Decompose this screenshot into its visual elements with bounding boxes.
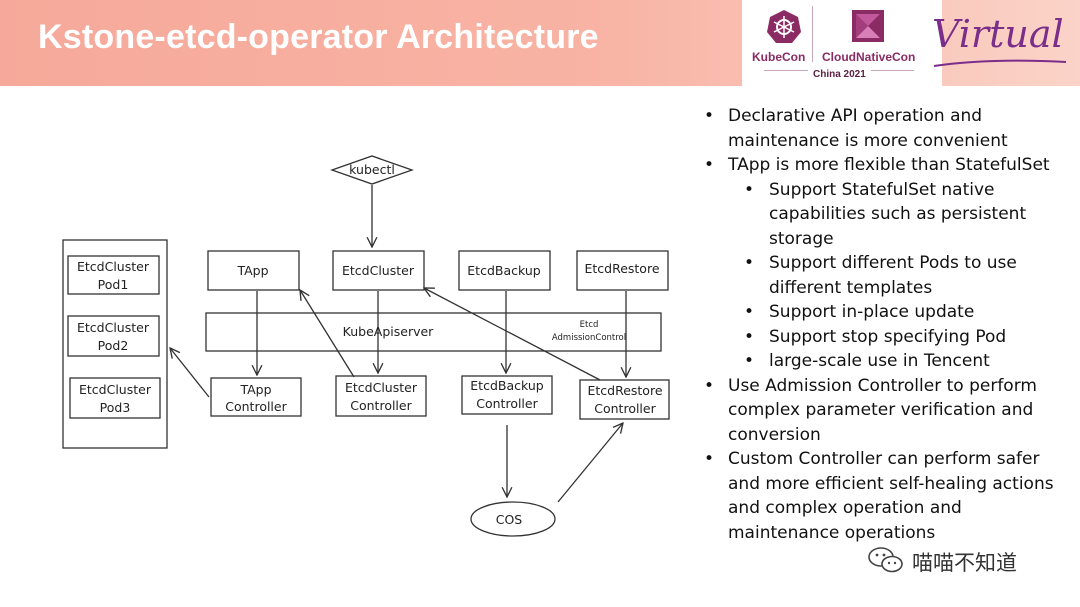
pod2-label-line2: Pod2 bbox=[98, 338, 129, 353]
bullet-item: Use Admission Controller to perform comp… bbox=[700, 374, 1070, 448]
restore-controller-to-etcdcluster-arrow bbox=[424, 288, 601, 381]
etcdrestore-controller-line2: Controller bbox=[594, 401, 656, 416]
tapp-resource-box bbox=[207, 250, 300, 291]
sub-bullet-item: Support StatefulSet native capabilities … bbox=[700, 178, 1070, 252]
cloudnativecon-logo-icon bbox=[852, 10, 884, 42]
etcdcluster-resource-box bbox=[332, 250, 425, 291]
watermark-text: 喵喵不知道 bbox=[912, 551, 1017, 575]
tapp-controller-box bbox=[210, 377, 302, 417]
sub-bullet-item: large-scale use in Tencent bbox=[700, 349, 1070, 374]
pod3-label-line1: EtcdCluster bbox=[79, 382, 152, 397]
cloudnativecon-label: CloudNativeCon bbox=[822, 50, 916, 64]
bullet-item: TApp is more flexible than StatefulSet bbox=[700, 153, 1070, 178]
etcdbackup-resource-label: EtcdBackup bbox=[467, 263, 540, 278]
kubecon-logo-icon bbox=[767, 10, 801, 43]
etcdrestore-resource-label: EtcdRestore bbox=[584, 261, 659, 276]
slide-title: Kstone-etcd-operator Architecture bbox=[38, 18, 599, 56]
kubeapiserver-bar bbox=[205, 312, 662, 352]
etcdcluster-resource-label: EtcdCluster bbox=[342, 263, 415, 278]
pod3-box bbox=[69, 377, 161, 419]
etcdcluster-controller-line1: EtcdCluster bbox=[345, 380, 418, 395]
etcdrestore-resource-box bbox=[576, 250, 669, 291]
kubectl-node bbox=[330, 155, 414, 185]
pod1-label-line2: Pod1 bbox=[98, 277, 129, 292]
pods-group bbox=[62, 239, 168, 449]
etcdcluster-controller-line2: Controller bbox=[350, 398, 412, 413]
bullet-item: Custom Controller can perform safer and … bbox=[700, 447, 1070, 545]
tapp-controller-line2: Controller bbox=[225, 399, 287, 414]
pod1-label-line1: EtcdCluster bbox=[77, 259, 150, 274]
tapp-controller-line1: TApp bbox=[239, 382, 271, 397]
event-label: China 2021 bbox=[808, 69, 871, 80]
tapp-resource-label: TApp bbox=[236, 263, 268, 278]
etcdbackup-controller-line2: Controller bbox=[476, 396, 538, 411]
pod3-label-line2: Pod3 bbox=[100, 400, 131, 415]
logo-divider bbox=[812, 6, 813, 62]
wechat-icon bbox=[868, 547, 903, 573]
bullet-list: Declarative API operation and maintenanc… bbox=[700, 104, 1070, 545]
etcdbackup-controller-line1: EtcdBackup bbox=[470, 378, 543, 393]
bullet-item: Declarative API operation and maintenanc… bbox=[700, 104, 1070, 153]
virtual-wordmark: Virtual bbox=[932, 12, 1064, 56]
cos-node bbox=[470, 501, 556, 537]
kubectl-label: kubectl bbox=[349, 162, 395, 177]
pod1-box bbox=[67, 255, 160, 295]
sub-bullet-item: Support in-place update bbox=[700, 300, 1070, 325]
admission-label-line2: AdmissionControl bbox=[552, 333, 626, 343]
virtual-underline-icon bbox=[933, 59, 1067, 67]
sub-bullet-item: Support stop specifying Pod bbox=[700, 325, 1070, 350]
controller-to-pods-arrow bbox=[170, 348, 210, 398]
etcdrestore-controller-box bbox=[579, 379, 670, 420]
admission-label-line1: Etcd bbox=[580, 320, 599, 330]
etcdrestore-controller-line1: EtcdRestore bbox=[587, 383, 662, 398]
sub-bullet-item: Support different Pods to use different … bbox=[700, 251, 1070, 300]
pod2-box bbox=[67, 315, 160, 357]
etcdbackup-resource-box bbox=[458, 250, 551, 291]
etcdcluster-controller-to-tapp-arrow bbox=[300, 290, 355, 378]
pod2-label-line1: EtcdCluster bbox=[77, 320, 150, 335]
cos-label: COS bbox=[496, 512, 523, 527]
cos-to-restore-controller-arrow bbox=[557, 423, 623, 503]
kubecon-label: KubeCon bbox=[752, 50, 806, 64]
conference-logo: KubeCon CloudNativeCon China 2021 bbox=[742, 0, 942, 86]
etcdbackup-controller-box bbox=[461, 375, 553, 415]
etcdcluster-controller-box bbox=[335, 375, 427, 417]
architecture-diagram: kubectl EtcdCluster Pod1 EtcdCluster Pod… bbox=[62, 155, 670, 537]
kubeapiserver-label: KubeApiserver bbox=[343, 324, 435, 339]
title-banner: Kstone-etcd-operator Architecture KubeCo… bbox=[0, 0, 1080, 86]
